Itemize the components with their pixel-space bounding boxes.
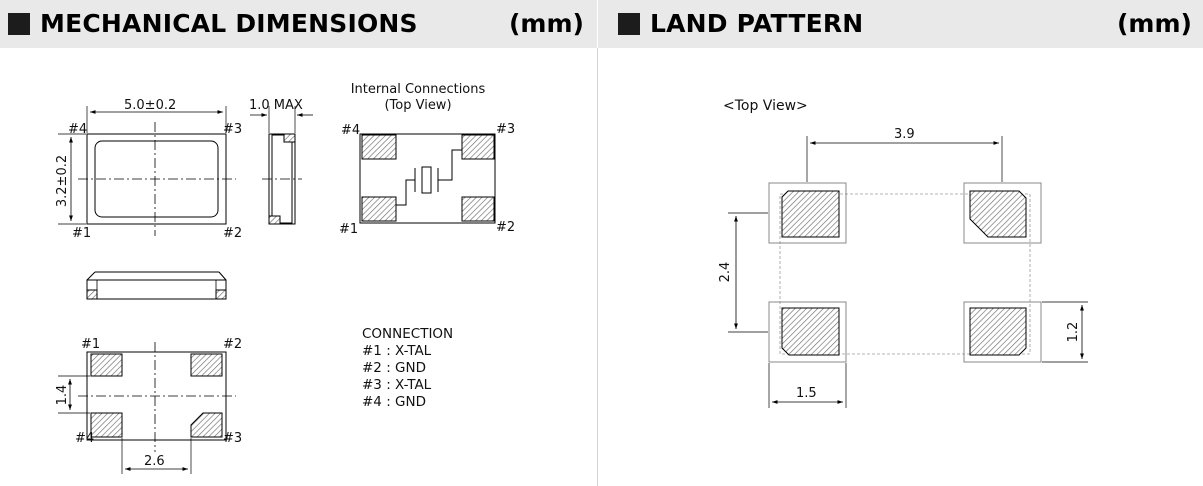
internal-title-line2: (Top View) — [384, 98, 451, 113]
land-view-label: <Top View> — [723, 98, 808, 114]
dim-pad-pitch-v-label: 1.4 — [55, 385, 70, 406]
mechanical-header: MECHANICAL DIMENSIONS (mm) — [0, 0, 597, 48]
pin-4-label: #4 — [68, 122, 87, 137]
pin-1-label: #1 — [72, 226, 91, 241]
section-divider — [597, 48, 598, 486]
dim-length-label: 5.0±0.2 — [124, 98, 176, 113]
package-side-view — [250, 106, 313, 225]
internal-title-line1: Internal Connections — [351, 82, 486, 97]
dim-height-label: 1.0 MAX — [249, 98, 303, 113]
pin-3-label: #3 — [223, 122, 242, 137]
connection-item: #3 : X-TAL — [362, 377, 432, 393]
land-dim-pad-w-label: 1.5 — [796, 386, 817, 401]
land-pattern-diagram — [728, 136, 1088, 408]
land-dim-h-label: 3.9 — [894, 127, 915, 142]
land-header: LAND PATTERN (mm) — [598, 0, 1203, 48]
package-front-view — [86, 271, 227, 300]
internal-pin-3-label: #3 — [496, 122, 515, 137]
land-dim-pad-h-label: 1.2 — [1066, 322, 1081, 343]
square-bullet-icon — [8, 13, 30, 35]
internal-connection-diagram — [359, 133, 496, 224]
bottom-pin-1-label: #1 — [81, 337, 100, 352]
connection-item: #1 : X-TAL — [362, 343, 432, 359]
connection-list: CONNECTION #1 : X-TAL #2 : GND #3 : X-TA… — [362, 326, 453, 410]
land-title: LAND PATTERN — [650, 9, 864, 38]
internal-pin-2-label: #2 — [496, 220, 515, 235]
package-top-view — [58, 106, 236, 236]
land-dim-v-label: 2.4 — [718, 262, 733, 283]
dim-pad-pitch-h-label: 2.6 — [144, 454, 165, 469]
internal-pin-1-label: #1 — [339, 222, 358, 237]
connection-item: #4 : GND — [362, 394, 426, 410]
mechanical-title: MECHANICAL DIMENSIONS — [40, 9, 418, 38]
internal-pin-4-label: #4 — [341, 123, 360, 138]
connection-heading: CONNECTION — [362, 326, 453, 342]
package-bottom-view — [58, 342, 236, 474]
square-bullet-icon — [618, 13, 640, 35]
bottom-pin-2-label: #2 — [223, 337, 242, 352]
bottom-pin-3-label: #3 — [223, 431, 242, 446]
bottom-pin-4-label: #4 — [75, 431, 94, 446]
connection-item: #2 : GND — [362, 360, 426, 376]
pin-2-label: #2 — [223, 226, 242, 241]
mechanical-unit: (mm) — [509, 9, 584, 38]
dim-width-label: 3.2±0.2 — [55, 155, 70, 207]
land-unit: (mm) — [1117, 9, 1192, 38]
